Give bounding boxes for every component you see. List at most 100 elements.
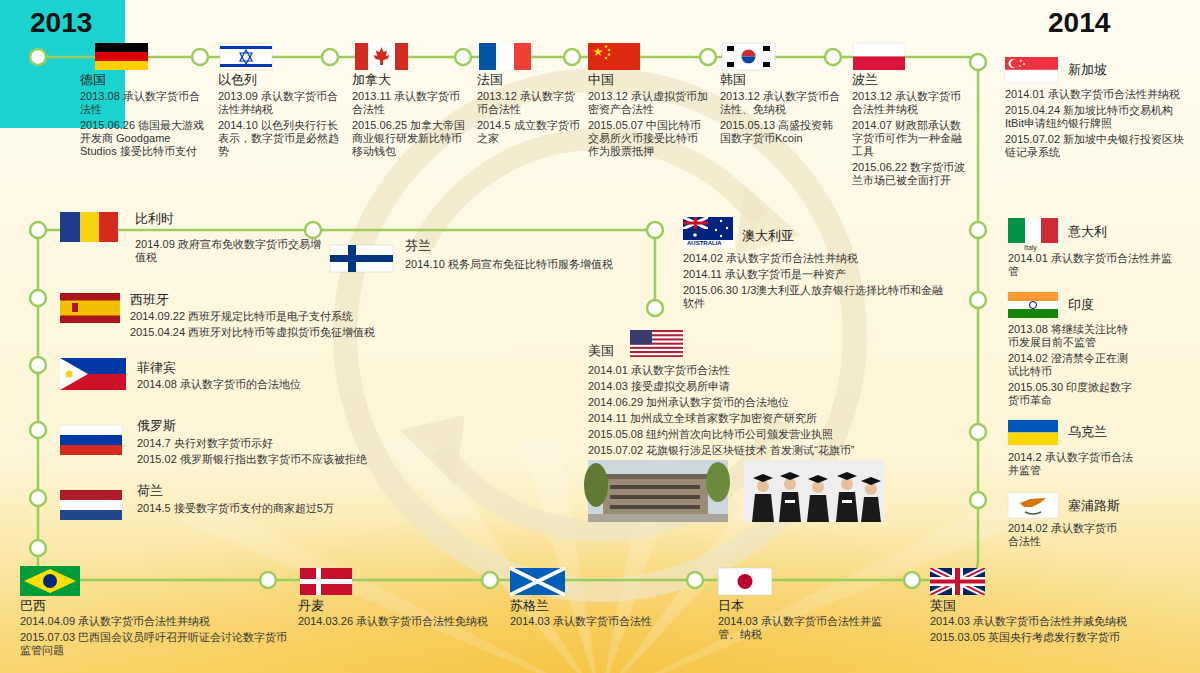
flag-cross [300, 579, 352, 584]
country-name: 法国 [477, 72, 503, 88]
timeline-dot [970, 492, 986, 508]
diploma [842, 500, 852, 503]
timeline-dot [904, 572, 920, 588]
ground [588, 514, 728, 522]
timeline-entry: 2013.12 承认数字货币合法性、免纳税 [720, 90, 842, 116]
flag-stripe [60, 490, 122, 500]
flag-saltire [930, 568, 985, 595]
year-label: 2014 [1048, 6, 1110, 40]
flag-field [220, 43, 272, 70]
flag-globe [43, 574, 57, 588]
flag-stripe [1008, 420, 1058, 433]
flag-stripe [1005, 70, 1058, 83]
building-photo [588, 460, 728, 522]
flag-stripe [395, 43, 408, 70]
flag-field [930, 568, 985, 595]
timeline-entry: 2014.03 承认数字货币合法性并监管、纳税 [718, 615, 903, 641]
flag-triangle [60, 358, 88, 390]
timeline-entry: 2014.5 成立数字货币之家 [477, 119, 582, 145]
flag-stripe [1005, 57, 1058, 70]
timeline-entry: 2014.11 加州成立全球首家数字加密资产研究所 [588, 412, 978, 425]
flag-star [726, 227, 728, 229]
timeline-dot [30, 357, 46, 373]
timeline-entry: 2014.7 央行对数字货币示好 [137, 437, 557, 450]
timeline-entry: 2014.03 承认数字货币合法性 [510, 615, 690, 628]
flag-saltire [510, 568, 565, 595]
country-name: 美国 [588, 343, 614, 359]
flag-branch [1025, 512, 1041, 514]
timeline-entry: 2015.05.30 印度掀起数字货币革命 [1008, 381, 1138, 407]
timeline-entry: 2013.12 承认数字货币合法性 [477, 90, 582, 116]
flag-stripe [355, 43, 368, 70]
timeline-entry: 2015.03.05 英国央行考虑发行数字货币 [930, 631, 1195, 644]
timeline-dot [30, 422, 46, 438]
graduate-cap [808, 475, 828, 483]
building-windows [610, 505, 700, 509]
flag-island [1020, 498, 1046, 507]
country-name: 比利时 [135, 211, 174, 227]
country-name: 丹麦 [298, 598, 324, 614]
flag-star [608, 49, 611, 52]
flag-stripe [630, 353, 683, 355]
flag-star [608, 53, 611, 56]
flag-stripe [1008, 309, 1058, 318]
graduate-gown [836, 492, 858, 522]
flag-stripe [514, 43, 531, 70]
timeline-entry: 2013.08 将继续关注比特币发展目前不监管 [1008, 323, 1138, 349]
flag-stripe [853, 43, 905, 57]
flag-stripe [60, 510, 122, 520]
timeline-entry: 2014.02 承认数字货币合法性并纳税 [683, 252, 953, 265]
timeline-dot [30, 222, 46, 238]
timeline-entry: 2015.02 俄罗斯银行指出数字货币不应该被拒绝 [137, 453, 557, 466]
building-roof [603, 474, 708, 479]
flag-stripe [1008, 292, 1058, 301]
timeline-entry: 2015.05.07 中国比特币交易所火币接受比特币作为股票抵押 [588, 119, 708, 158]
flag-star [593, 47, 603, 56]
timeline-entry: 2014.5 接受数字货币支付的商家超过5万 [137, 502, 537, 515]
country-name: 塞浦路斯 [1068, 498, 1120, 514]
flag-stripe [60, 425, 122, 435]
diploma [785, 500, 795, 503]
flag-crescent [1011, 59, 1019, 67]
timeline-dot [30, 290, 46, 306]
flag-stripe [1025, 218, 1041, 243]
flag-saltire [930, 568, 985, 595]
flag-saltire [930, 568, 985, 595]
timeline-dot [30, 490, 46, 506]
timeline-entry: 2014.07 财政部承认数字货币可作为一种金融工具 [852, 119, 970, 158]
maple-leaf [374, 47, 390, 65]
flag-text: Italy [1024, 244, 1037, 252]
flag-sun [66, 371, 73, 378]
trigram [763, 46, 770, 51]
flag-diamond [24, 569, 76, 593]
flag-stripe [1008, 433, 1058, 446]
watermark-arrowhead [735, 185, 800, 255]
timeline-entry: 2014.08 承认数字货币的合法地位 [137, 378, 437, 391]
timeline-entry: 2014.2 承认数字货币合法并监管 [1008, 451, 1133, 477]
flag-text: AUSTRALIA [687, 240, 722, 247]
timeline-entry: 2014.01 承认数字货币合法性并监管 [1008, 252, 1173, 278]
timeline-entry: 2014.03 承认数字货币合法性并减免纳税 [930, 615, 1195, 628]
timeline-entry: 2015.04.24 西班牙对比特币等虚拟货币免征增值税 [130, 326, 530, 339]
country-name: 印度 [1068, 297, 1094, 313]
timeline-entry: 2014.11 承认数字货币是一种资产 [683, 268, 953, 281]
country-name: 英国 [930, 598, 956, 614]
timeline-entry: 2014.03 接受虚拟交易所申请 [588, 380, 978, 393]
timeline-dot [647, 300, 663, 316]
flag-emblem [72, 303, 78, 312]
graduate-gown [807, 495, 829, 522]
flag-saltire [510, 568, 565, 595]
country-name: 加拿大 [352, 72, 391, 88]
country-name: 苏格兰 [510, 598, 549, 614]
timeline-dot [322, 49, 338, 65]
country-name: 澳大利亚 [742, 228, 794, 244]
year-label: 2013 [30, 6, 92, 40]
building-windows [610, 495, 700, 499]
tree [706, 462, 730, 502]
building-windows [610, 485, 700, 489]
flag-stripe [60, 212, 80, 242]
country-name: 以色列 [218, 72, 257, 88]
tree [584, 463, 608, 507]
